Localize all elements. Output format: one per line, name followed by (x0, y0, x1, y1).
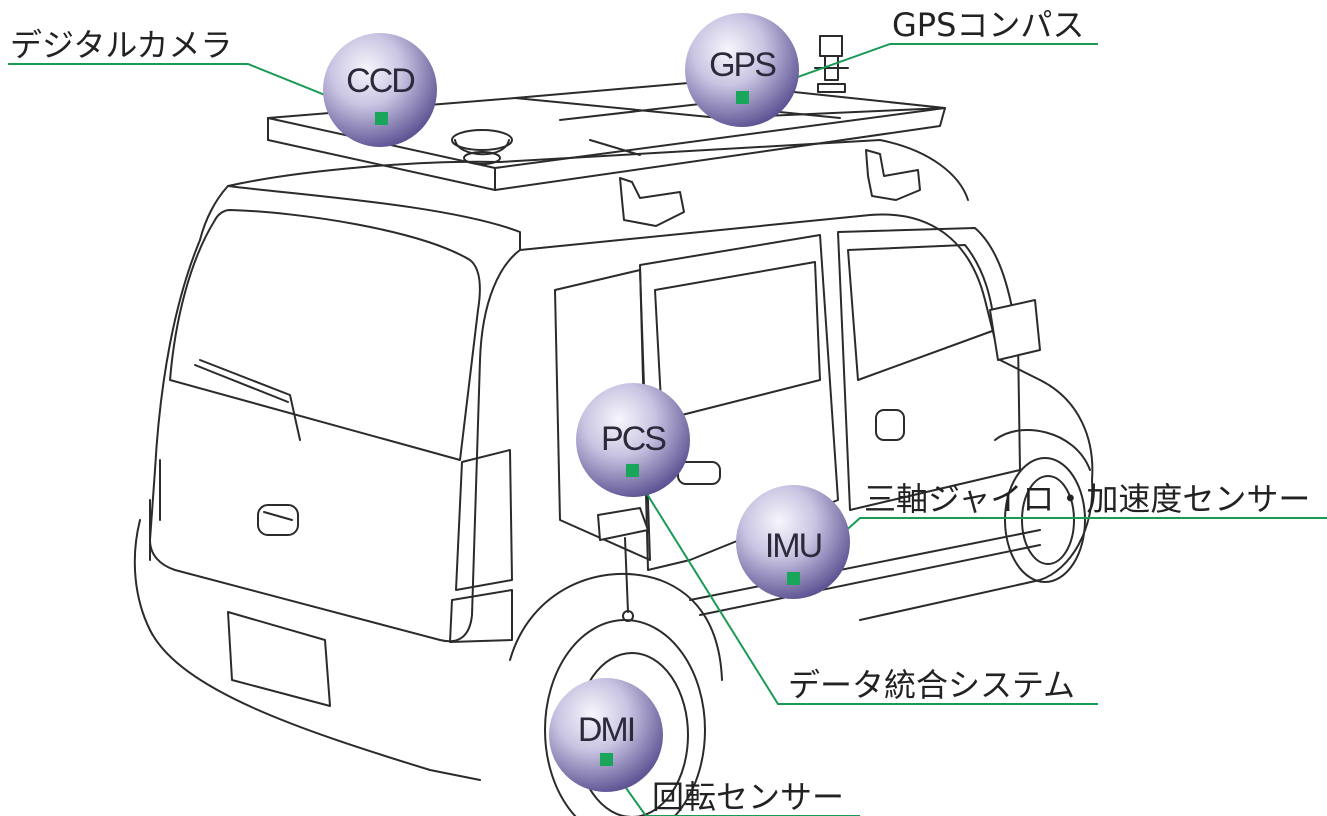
compass-unit (814, 35, 849, 93)
bubble-gps: GPS (685, 13, 799, 127)
bubble-ccd-text: CCD (346, 62, 414, 100)
marker-gps (736, 91, 749, 104)
bubble-imu-text: IMU (765, 527, 821, 565)
front-door (837, 227, 1021, 511)
label-digital-camera: デジタルカメラ (10, 26, 232, 64)
antenna-dome (451, 129, 513, 165)
marker-pcs (626, 464, 639, 477)
leader-line-pcs (631, 469, 1098, 705)
bubble-gps-text: GPS (709, 46, 776, 84)
marker-dmi (600, 753, 613, 766)
bubble-dmi: DMI (549, 678, 663, 792)
rear-hatch (149, 185, 521, 643)
label-three-axis-gyro: 三軸ジャイロ・加速度センサー (864, 480, 1310, 518)
rear-window (169, 209, 481, 461)
wheel-sensor-mount (597, 507, 649, 622)
license-plate (227, 611, 331, 707)
door-handle (677, 461, 721, 485)
bubble-pcs: PCS (576, 383, 690, 497)
callout-labels: デジタルカメラ GPSコンパス データ統合システム 三軸ジャイロ・加速度センサー… (10, 6, 1310, 816)
rocker-panel (689, 529, 1041, 601)
bubble-imu: IMU (736, 485, 850, 599)
label-gps-compass: GPSコンパス (892, 6, 1084, 44)
rear-bumper (133, 519, 481, 781)
label-rotation-sensor: 回転センサー (652, 778, 844, 816)
rear-wiper (199, 359, 301, 441)
front-window (847, 244, 996, 381)
door-window (654, 261, 821, 421)
tail-light (455, 449, 513, 591)
bubble-pcs-text: PCS (601, 420, 666, 458)
hatch-handle (257, 504, 299, 536)
front-wheel (994, 429, 1091, 583)
marker-ccd (375, 112, 388, 125)
side-body (519, 213, 1094, 481)
bubble-ccd: CCD (323, 33, 437, 147)
rack-foot-left (619, 177, 685, 227)
marker-imu (787, 572, 800, 585)
rack-foot-right (865, 149, 921, 201)
body-roof (227, 139, 969, 201)
bubble-dmi-text: DMI (578, 711, 634, 749)
side-mirror (989, 299, 1041, 361)
label-data-integration-system: データ統合システム (788, 666, 1075, 704)
